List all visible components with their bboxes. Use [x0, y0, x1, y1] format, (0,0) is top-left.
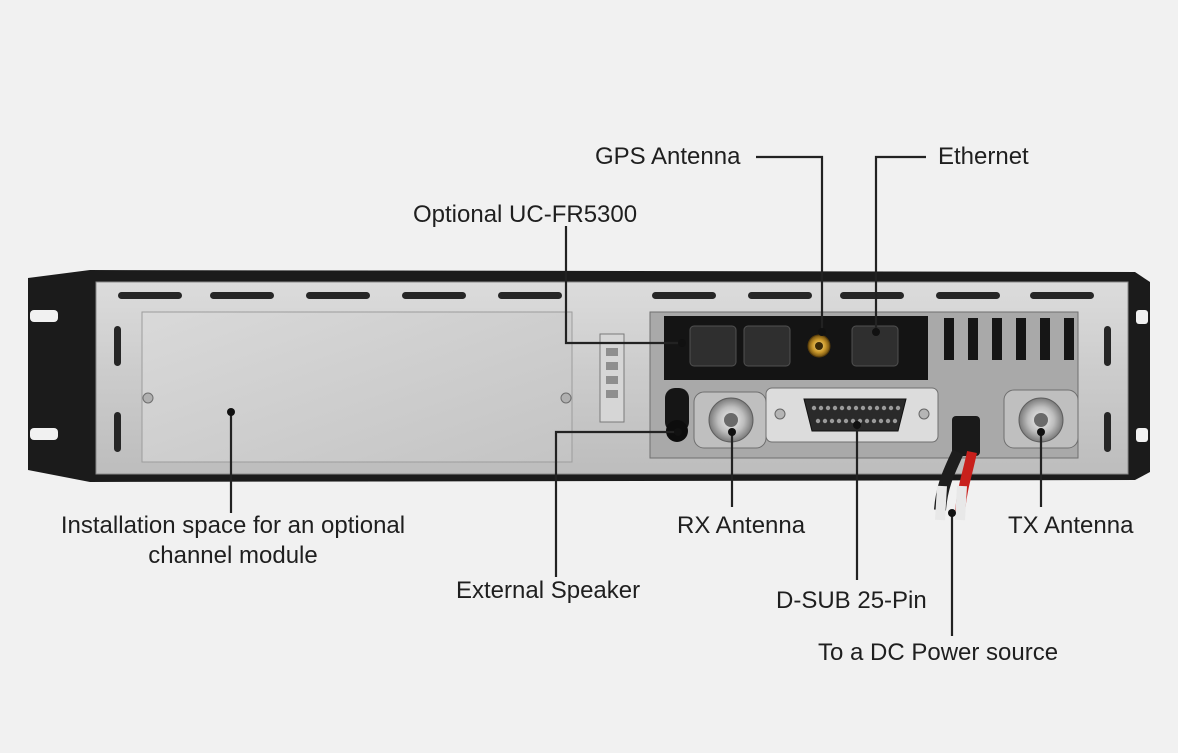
dsub-pins	[811, 405, 901, 424]
gps-sma-center	[815, 342, 823, 350]
rack-slot-upper	[30, 310, 58, 322]
leader-ethernet	[874, 155, 926, 330]
inline-connector-pins	[606, 348, 618, 398]
port-slot-1	[689, 325, 737, 367]
tx-antenna-center	[1034, 413, 1048, 427]
plate-screw	[142, 392, 154, 404]
plate-screw	[560, 392, 572, 404]
speaker-jack-housing	[665, 388, 689, 432]
heatsink-fins	[944, 318, 1074, 360]
leader-lines	[229, 155, 1043, 636]
ethernet-label: Ethernet	[938, 143, 1029, 170]
dsub-screw-left	[774, 408, 786, 420]
leader-dots	[227, 328, 1045, 517]
external-speaker-label: External Speaker	[456, 577, 641, 604]
leader-optional-uc	[564, 226, 682, 345]
rack-slot-lower	[30, 428, 58, 440]
leader-external-speaker	[554, 430, 678, 577]
top-vent-slots	[118, 292, 1094, 299]
dsub-label: D-SUB 25-Pin	[776, 587, 927, 614]
leader-gps	[756, 155, 824, 330]
dsub-screw-right	[918, 408, 930, 420]
tx-antenna-label: TX Antenna	[1008, 512, 1134, 539]
rack-slot-right-lower	[1136, 428, 1148, 442]
gps-antenna-label: GPS Antenna	[595, 143, 741, 170]
installation-space-label: Installation space for an optional chann…	[44, 511, 422, 571]
port-slot-2	[743, 325, 791, 367]
optional-uc-label: Optional UC-FR5300	[413, 201, 638, 228]
side-vent-slots	[114, 326, 1111, 452]
rack-slot-right-upper	[1136, 310, 1148, 324]
installation-space-label-line2: channel module	[148, 542, 318, 569]
installation-space-plate	[141, 311, 573, 463]
dc-power-cable	[934, 416, 980, 521]
rx-antenna-center	[724, 413, 738, 427]
rx-antenna-label: RX Antenna	[677, 512, 806, 539]
installation-space-label-line1: Installation space for an optional	[60, 512, 406, 539]
dc-power-label: To a DC Power source	[818, 639, 1059, 666]
